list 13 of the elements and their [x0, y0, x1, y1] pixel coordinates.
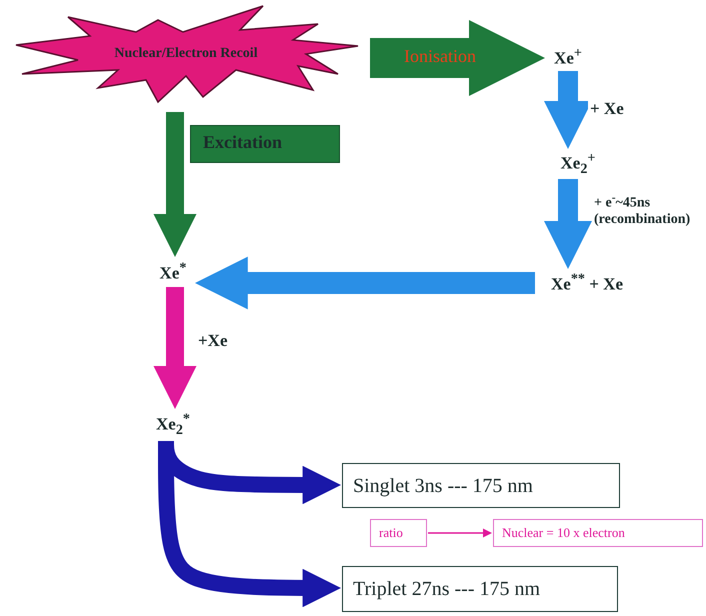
box-text: Nuclear = 10 x electron — [502, 526, 625, 540]
species-label: Xe$^{+}$ — [554, 46, 582, 68]
box-text: ratio — [379, 526, 403, 540]
note-box — [493, 519, 703, 547]
note-box — [370, 519, 427, 547]
edge-label: Excitation — [190, 125, 340, 163]
process-box — [342, 566, 618, 612]
box-text: Singlet 3ns --- 175 nm — [353, 474, 533, 496]
box-text: Triplet 27ns --- 175 nm — [353, 578, 540, 600]
species-label: Xe$^{**}$ + Xe — [551, 272, 623, 294]
process-box — [342, 463, 620, 508]
species-label: Xe$^{*}$ — [160, 260, 186, 284]
box-text: Nuclear/Electron Recoil — [114, 46, 258, 62]
